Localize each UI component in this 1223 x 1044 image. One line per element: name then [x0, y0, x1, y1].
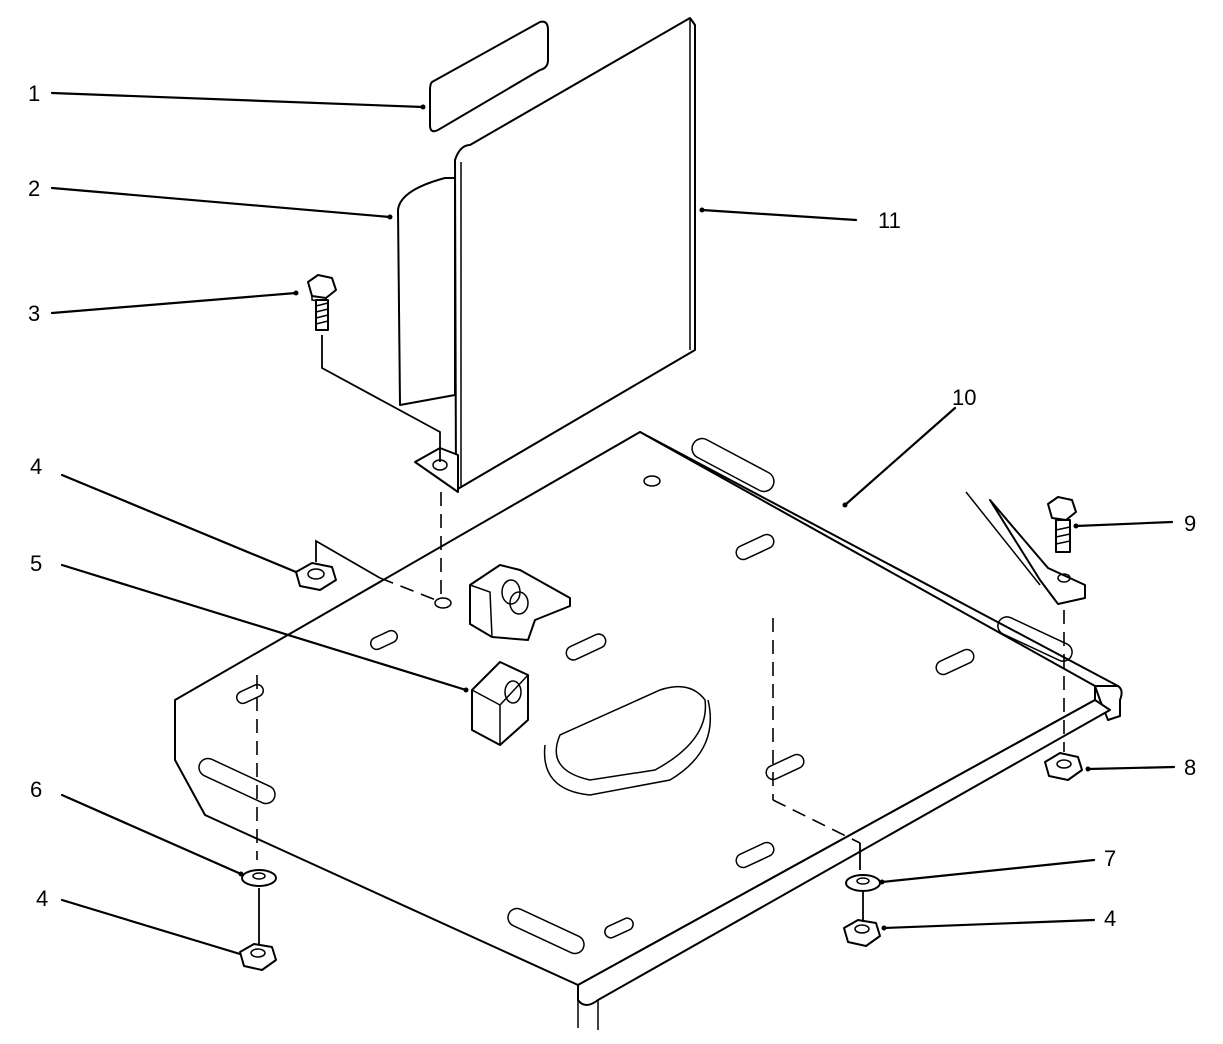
flat-washer-right — [845, 874, 881, 892]
flat-washer-left — [241, 869, 277, 887]
square-nut — [471, 661, 529, 746]
base-plate — [174, 431, 1123, 1030]
callout-11: 11 — [878, 208, 901, 233]
callout-8: 8 — [1184, 755, 1196, 780]
hex-nut-lower-left — [239, 943, 277, 971]
callout-4-lower-left: 4 — [36, 886, 48, 911]
hex-nut-far-right — [1044, 752, 1083, 781]
decal — [429, 20, 549, 133]
assembly-lines — [256, 492, 1065, 944]
callout-10: 10 — [952, 385, 976, 410]
callout-3: 3 — [28, 301, 40, 326]
cap-screw-left — [307, 274, 441, 462]
callout-4-upper: 4 — [30, 454, 42, 479]
hinge-bracket — [469, 564, 571, 641]
hex-nut-lower-right — [843, 919, 881, 947]
hex-nut-upper-left — [295, 562, 337, 591]
callout-2: 2 — [28, 176, 40, 201]
callout-5: 5 — [30, 551, 42, 576]
callout-1: 1 — [28, 81, 40, 106]
callout-6: 6 — [30, 777, 42, 802]
callout-7: 7 — [1104, 846, 1116, 871]
callout-leaders — [50, 91, 1176, 956]
callout-4-lower-right: 4 — [1104, 906, 1116, 931]
callout-labels: 1 2 3 4 5 6 4 11 10 9 8 7 4 — [28, 81, 1196, 931]
shield-panel — [397, 17, 696, 493]
callout-9: 9 — [1184, 511, 1196, 536]
cap-screw-right — [965, 491, 1086, 605]
